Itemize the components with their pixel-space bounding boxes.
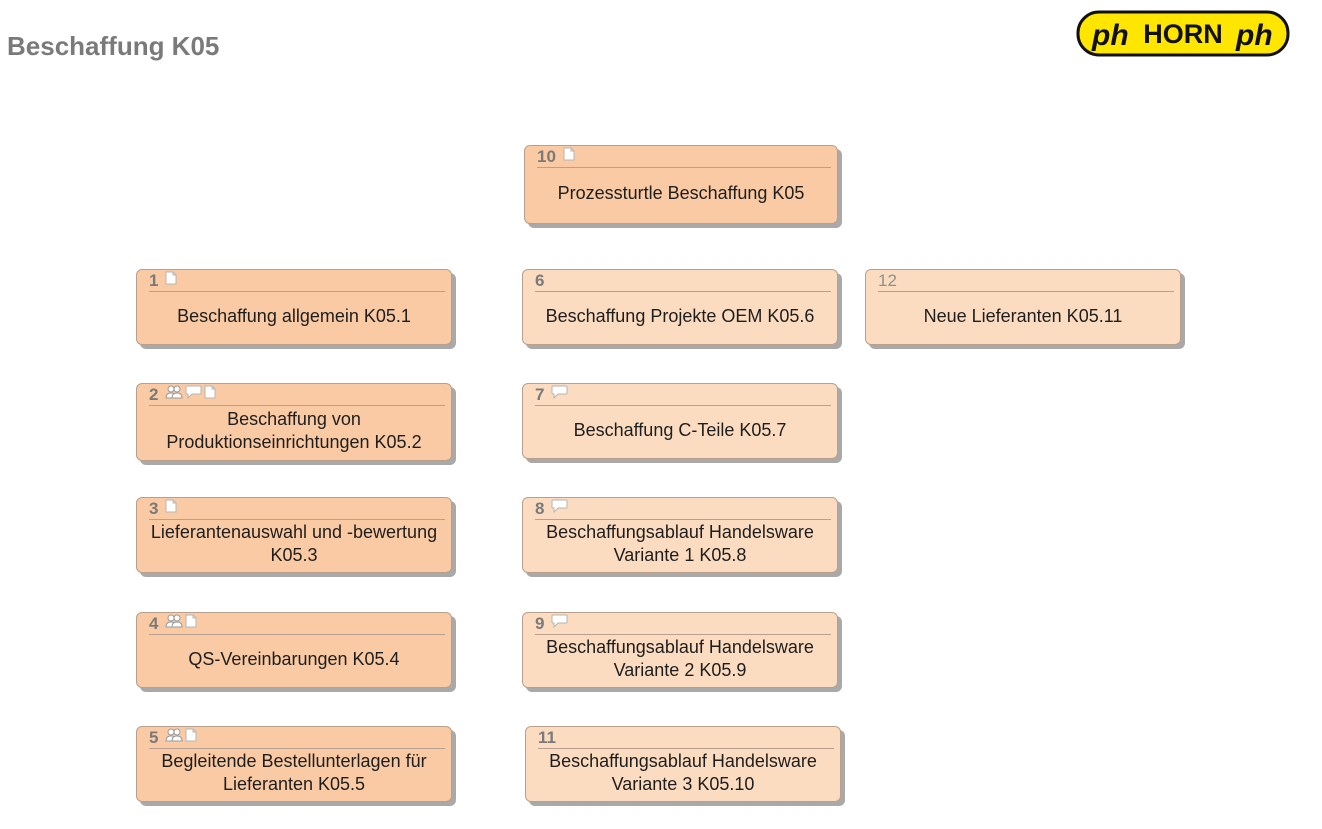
document-icon[interactable] [165,271,177,290]
card-header: 3 [149,498,445,520]
card-label: Beschaffung C-Teile K05.7 [573,419,787,440]
card-number: 10 [537,146,556,166]
card-label: Beschaffungsablauf Handelsware Variante … [549,751,817,794]
comment-icon[interactable] [551,499,568,518]
people-icon[interactable] [165,728,183,747]
document-icon[interactable] [165,499,177,518]
card-label: Prozessturtle Beschaffung K05 [557,183,805,203]
card-header: 2 [149,384,445,406]
logo-right-mark: ph [1235,19,1273,52]
card-header: 6 [535,270,831,292]
people-icon[interactable] [165,385,183,404]
card-header: 12 [878,270,1174,292]
comment-icon[interactable] [551,614,568,633]
card-label: Begleitende Bestellunterlagen für Liefer… [161,751,427,794]
card-header: 7 [535,384,831,406]
card-header: 1 [149,270,445,292]
card-number: 5 [149,727,159,747]
document-icon[interactable] [563,147,575,166]
card-label: QS-Vereinbarungen K05.4 [188,648,400,669]
card-number: 8 [535,498,545,518]
logo-text: HORN [1143,19,1223,49]
card-header: 9 [535,613,831,635]
card-label: Lieferantenauswahl und -bewertung K05.3 [150,522,438,565]
card-number: 1 [149,270,159,290]
card-label: Beschaffung allgemein K05.1 [177,305,411,326]
card-label: Beschaffungsablauf Handelsware Variante … [546,522,814,565]
card-number: 9 [535,613,545,633]
card-header: 5 [149,727,445,749]
card-label: Beschaffung Projekte OEM K05.6 [545,305,815,326]
card-header: 11 [538,727,834,749]
comment-icon[interactable] [185,385,202,404]
card-label: Neue Lieferanten K05.11 [923,305,1123,326]
card-number: 7 [535,384,545,404]
card-header: 4 [149,613,445,635]
logo-left-mark: ph [1091,19,1129,52]
card-number: 3 [149,498,159,518]
card-label: Beschaffungsablauf Handelsware Variante … [546,637,814,680]
card-label: Beschaffung von Produktionseinrichtungen… [166,409,422,452]
card-header: 10 [537,146,831,168]
comment-icon[interactable] [551,385,568,404]
page-title: Beschaffung K05 [7,31,220,61]
people-icon[interactable] [165,614,183,633]
document-icon[interactable] [185,614,197,633]
document-icon[interactable] [204,385,216,404]
card-number: 11 [538,727,556,747]
card-number: 12 [878,270,897,290]
card-number: 2 [149,384,159,404]
document-icon[interactable] [185,728,197,747]
card-header: 8 [535,498,831,520]
card-number: 4 [149,613,159,633]
horn-logo: ph HORN ph [1076,10,1290,57]
card-number: 6 [535,270,545,290]
